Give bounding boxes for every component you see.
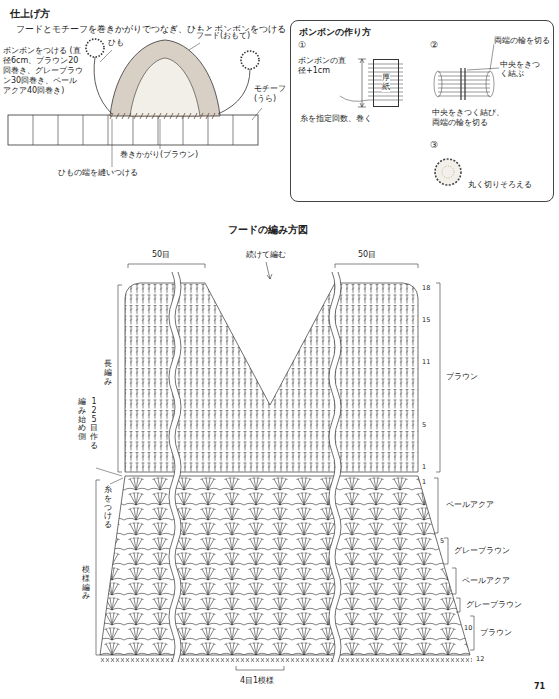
- chart-title: フードの編み方図: [228, 224, 308, 237]
- row-number: 5: [440, 537, 444, 545]
- row-number: 1: [422, 478, 426, 486]
- color-label: グレーブラウン: [454, 546, 510, 556]
- step-text: 中央をきつく結び、両端の輪を切る: [432, 108, 508, 128]
- row-number: 1: [422, 463, 426, 471]
- part-label: ひも: [108, 38, 124, 48]
- row-number: 10: [464, 624, 472, 632]
- step-number: ①: [298, 40, 306, 51]
- dimension-label: ボンボンの直径+1cm: [298, 56, 348, 76]
- part-label: モチーフ (うら): [254, 84, 288, 104]
- note-text: 125目作る: [90, 398, 98, 451]
- method-box: ボンボンの作り方厚紙: [290, 20, 554, 202]
- row-number: 11: [422, 358, 430, 366]
- cardboard: 厚紙: [373, 59, 399, 107]
- color-label: ペールアクア: [446, 500, 494, 510]
- note-text: 続けて編む: [246, 250, 286, 260]
- repeat-label: 4目1模様: [240, 676, 274, 686]
- step-number: ②: [430, 40, 438, 51]
- color-label: グレーブラウン: [466, 600, 522, 610]
- step-text: 丸く切りそろえる: [468, 180, 532, 190]
- color-label: ブラウン: [446, 372, 478, 382]
- stitch-count: 50目: [152, 250, 170, 260]
- part-label: ひもの端を縫いつける: [58, 168, 138, 178]
- note-text: 編み始め側: [78, 398, 86, 442]
- color-label: ブラウン: [480, 628, 512, 638]
- note-text: 糸をつける: [104, 486, 112, 530]
- part-label: 巻きかがり(ブラウン): [120, 150, 198, 160]
- row-number: 12: [476, 655, 484, 663]
- stitch-label: 長編み: [104, 360, 112, 386]
- section-heading: 仕上げ方: [10, 8, 50, 21]
- callout-label: 中央をきつく結ぶ: [500, 60, 546, 79]
- row-number: 15: [422, 316, 430, 324]
- row-number: 18: [422, 284, 430, 292]
- card-label: 厚紙: [382, 74, 390, 92]
- callout-label: 両端の輪を切る: [494, 36, 550, 45]
- box-heading: ボンボンの作り方: [299, 26, 371, 39]
- step-text: 糸を指定回数、巻く: [300, 114, 372, 124]
- page-number: 71: [534, 682, 545, 692]
- stitch-count: 50目: [358, 250, 376, 260]
- note-text: ボンボンをつける (直径6cm、ブラウン20回巻き、グレーブラウン30回巻き、ペ…: [3, 46, 83, 96]
- color-label: ペールアクア: [462, 576, 510, 586]
- step-number: ③: [430, 140, 438, 151]
- part-label: フード(おもて): [196, 31, 250, 41]
- row-number: 5: [422, 421, 426, 429]
- stitch-label: 模様編み: [82, 566, 90, 601]
